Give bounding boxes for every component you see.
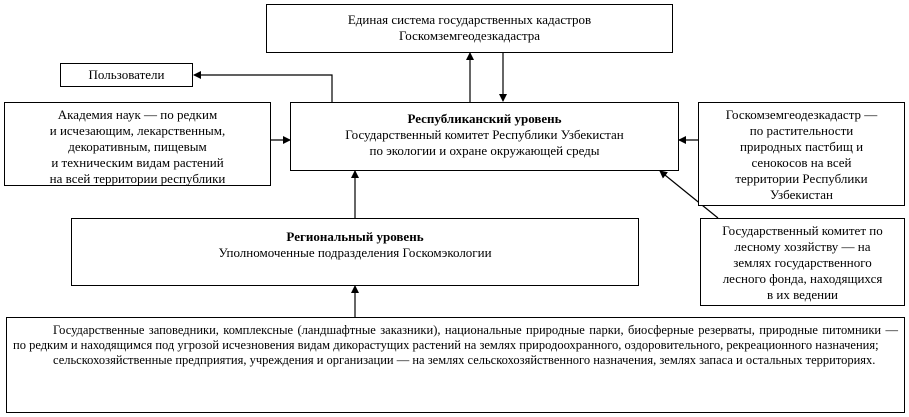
- goskomzem-line: сенокосов на всей: [751, 155, 852, 170]
- bottom-paragraph-2: сельскохозяйственные предприятия, учрежд…: [53, 353, 876, 367]
- republican-title: Республиканский уровень: [407, 111, 562, 126]
- academy-line: и исчезающим, лекарственным,: [49, 123, 226, 138]
- goskomzem-line: Госкомземгеодезкадастр —: [725, 107, 878, 122]
- arrow-forestry-to-republican: [659, 170, 719, 219]
- forestry-box: Государственный комитет по лесному хозяй…: [700, 218, 905, 306]
- cadastre-box: Единая система государственных кадастров…: [266, 4, 673, 53]
- forestry-line: в их ведении: [766, 287, 838, 302]
- goskomzem-line: природных пастбищ и: [739, 139, 864, 154]
- regional-line1: Уполномоченные подразделения Госкомэколо…: [218, 245, 492, 260]
- users-label: Пользователи: [88, 67, 165, 82]
- republican-line1: Государственный комитет Республики Узбек…: [345, 127, 624, 142]
- academy-box: Академия наук — по редким и исчезающим, …: [4, 102, 271, 186]
- academy-line: на всей территории республики: [49, 171, 226, 186]
- bottom-box: Государственные заповедники, комплексные…: [6, 317, 905, 413]
- republican-line2: по экологии и охране окружающей среды: [369, 143, 600, 158]
- goskomzem-line: по растительности: [749, 123, 854, 138]
- goskomzem-line: территории Республики: [735, 171, 868, 186]
- bottom-paragraph-1: Государственные заповедники, комплексные…: [13, 323, 898, 352]
- goskomzem-line: Узбекистан: [769, 187, 834, 202]
- cadastre-line2: Госкомземгеодезкадастра: [398, 28, 541, 43]
- forestry-line: землях государственного: [733, 255, 872, 270]
- republican-box: Республиканский уровень Государственный …: [290, 102, 679, 171]
- academy-line: Академия наук — по редким: [57, 107, 218, 122]
- cadastre-line1: Единая система государственных кадастров: [347, 12, 592, 27]
- regional-title: Региональный уровень: [286, 229, 424, 244]
- goskomzem-box: Госкомземгеодезкадастр — по растительнос…: [698, 102, 905, 206]
- forestry-line: лесного фонда, находящихся: [722, 271, 883, 286]
- arrow-republican-to-users: [193, 71, 333, 102]
- academy-line: и техническим видам растений: [51, 155, 224, 170]
- academy-line: декоративным, пищевым: [68, 139, 207, 154]
- users-box: Пользователи: [60, 63, 193, 87]
- regional-box: Региональный уровень Уполномоченные подр…: [71, 218, 639, 286]
- forestry-line: лесному хозяйству — на: [734, 239, 871, 254]
- forestry-line: Государственный комитет по: [722, 223, 883, 238]
